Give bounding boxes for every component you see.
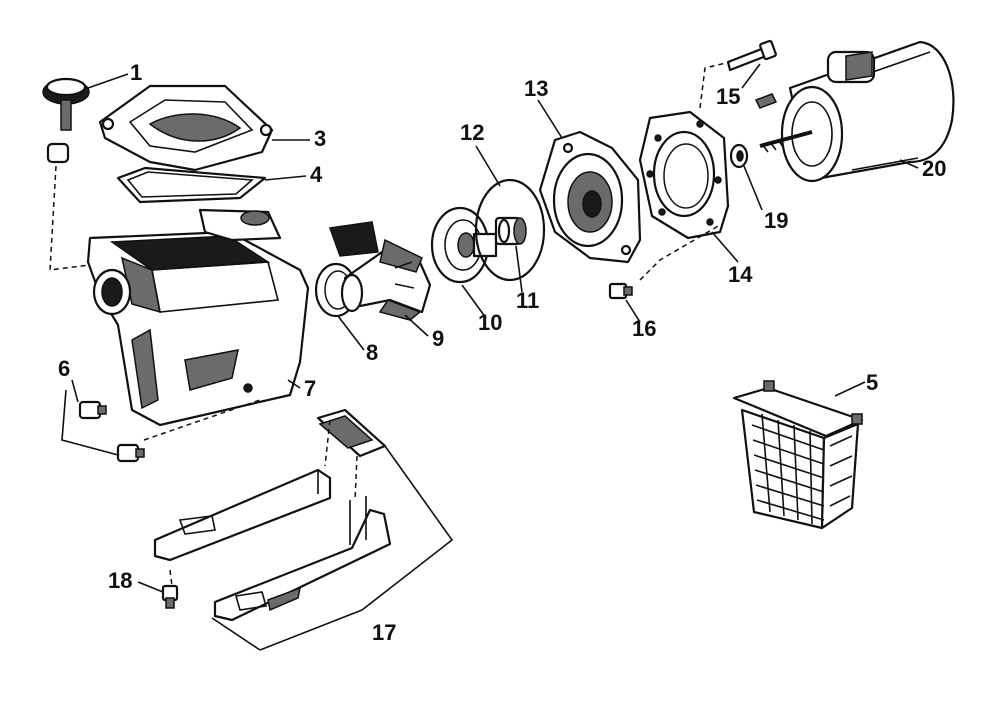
part-15-bolt — [726, 39, 777, 72]
callout-14: 14 — [728, 262, 753, 287]
part-6-drain-plugs — [78, 400, 145, 463]
callout-3: 3 — [314, 126, 326, 151]
callout-1: 1 — [130, 60, 142, 85]
part-17-base-rails — [153, 408, 392, 622]
part-1-lid-knob — [42, 77, 90, 164]
callout-20: 20 — [922, 156, 946, 181]
callout-labels: 1 3 4 5 6 7 8 9 10 11 12 13 14 15 16 17 … — [58, 60, 946, 645]
callout-7: 7 — [304, 376, 316, 401]
leader-lines — [61, 63, 919, 651]
part-13-seal-plate — [538, 130, 642, 264]
callout-19: 19 — [764, 208, 788, 233]
callout-6: 6 — [58, 356, 70, 381]
part-7-strainer-housing — [86, 208, 310, 427]
callout-13: 13 — [524, 76, 548, 101]
callout-9: 9 — [432, 326, 444, 351]
part-14-motor-adapter — [638, 110, 730, 240]
callout-15: 15 — [716, 84, 740, 109]
assembly-dashed-lines — [49, 61, 731, 587]
callout-18: 18 — [108, 568, 132, 593]
part-10-impeller — [430, 206, 498, 284]
part-12-gasket — [474, 178, 546, 282]
part-19-slinger — [729, 143, 749, 169]
callout-5: 5 — [866, 370, 878, 395]
callout-12: 12 — [460, 120, 484, 145]
part-5-strainer-basket — [732, 380, 864, 530]
callout-17: 17 — [372, 620, 396, 645]
part-16-screw — [608, 282, 633, 300]
callout-4: 4 — [310, 162, 323, 187]
part-11-shaft-seal — [494, 216, 527, 246]
part-9-diffuser — [328, 221, 432, 321]
callout-8: 8 — [366, 340, 378, 365]
part-4-lid-gasket — [116, 166, 267, 204]
callout-10: 10 — [478, 310, 502, 335]
callout-11: 11 — [516, 288, 539, 313]
callout-16: 16 — [632, 316, 656, 341]
part-3-strainer-lid — [98, 84, 274, 172]
part-18-base-screw — [161, 584, 179, 609]
part-20-motor — [754, 40, 955, 183]
